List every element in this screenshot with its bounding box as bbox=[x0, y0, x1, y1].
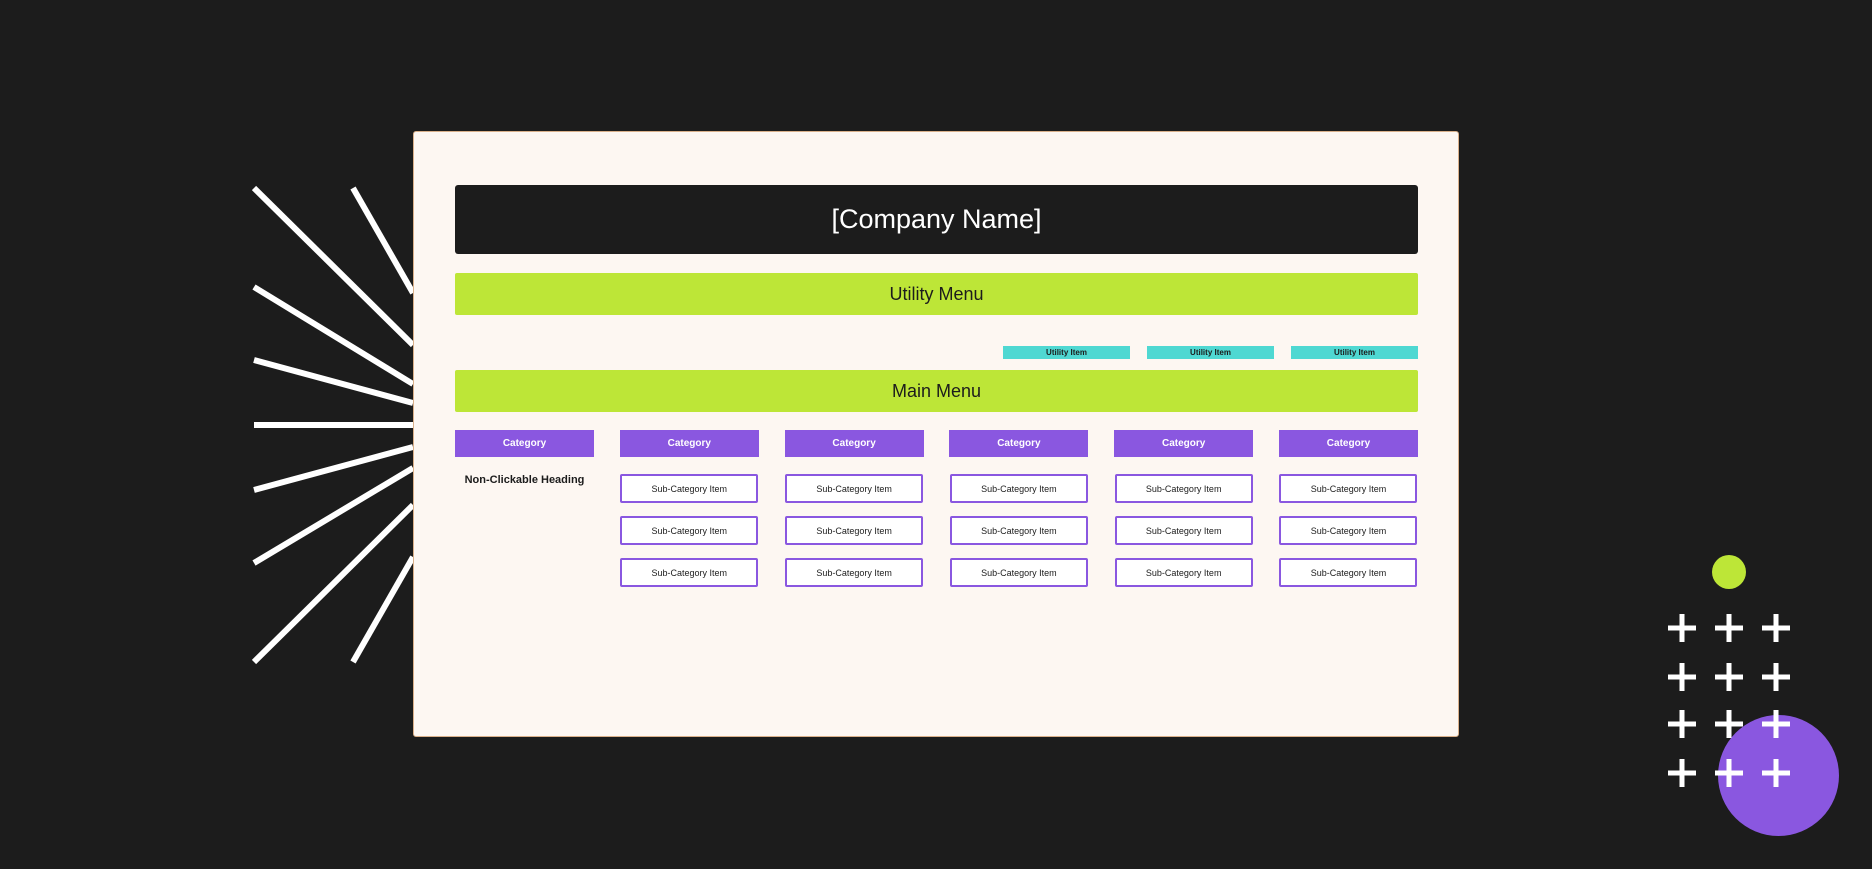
category-columns: Category Non-Clickable Heading Category … bbox=[455, 430, 1418, 587]
plus-icon bbox=[1762, 663, 1790, 691]
sub-category-item[interactable]: Sub-Category Item bbox=[949, 516, 1088, 545]
utility-item-2[interactable]: Utility Item bbox=[1147, 346, 1274, 359]
circle-dot-decoration bbox=[1712, 555, 1746, 589]
sub-category-item[interactable]: Sub-Category Item bbox=[785, 516, 924, 545]
plus-icon bbox=[1668, 710, 1696, 738]
non-clickable-heading: Non-Clickable Heading bbox=[464, 474, 585, 486]
main-menu-title: Main Menu bbox=[891, 380, 982, 401]
plus-icon bbox=[1715, 663, 1743, 691]
sub-category-item[interactable]: Sub-Category Item bbox=[1114, 558, 1253, 587]
sub-category-item[interactable]: Sub-Category Item bbox=[1114, 516, 1253, 545]
main-menu-bar: Main Menu bbox=[455, 370, 1418, 412]
plus-icon bbox=[1668, 614, 1696, 642]
sub-category-item[interactable]: Sub-Category Item bbox=[620, 558, 759, 587]
sub-category-item[interactable]: Sub-Category Item bbox=[785, 558, 924, 587]
sunburst-lines-decoration bbox=[251, 185, 416, 665]
category-button-2[interactable]: Category bbox=[619, 430, 759, 457]
plus-icon bbox=[1668, 759, 1696, 787]
category-button-5[interactable]: Category bbox=[1114, 430, 1254, 457]
category-column-5: Category Sub-Category Item Sub-Category … bbox=[1114, 430, 1254, 587]
sub-category-item[interactable]: Sub-Category Item bbox=[1279, 516, 1418, 545]
category-column-2: Category Sub-Category Item Sub-Category … bbox=[619, 430, 759, 587]
category-button-1[interactable]: Category bbox=[455, 430, 594, 457]
sub-category-item[interactable]: Sub-Category Item bbox=[1279, 474, 1418, 503]
utility-item-3[interactable]: Utility Item bbox=[1291, 346, 1418, 359]
category-button-6[interactable]: Category bbox=[1278, 430, 1418, 457]
utility-menu-title: Utility Menu bbox=[889, 283, 984, 304]
sub-category-item[interactable]: Sub-Category Item bbox=[620, 474, 759, 503]
utility-items: Utility Item Utility Item Utility Item bbox=[1003, 346, 1418, 359]
sub-category-item[interactable]: Sub-Category Item bbox=[1114, 474, 1253, 503]
utility-menu-bar: Utility Menu bbox=[455, 273, 1418, 315]
category-column-1: Category Non-Clickable Heading bbox=[455, 430, 594, 587]
category-button-4[interactable]: Category bbox=[949, 430, 1089, 457]
sitemap-card: [Company Name] Utility Menu Utility Item… bbox=[413, 131, 1459, 737]
category-column-3: Category Sub-Category Item Sub-Category … bbox=[784, 430, 924, 587]
sub-category-item[interactable]: Sub-Category Item bbox=[949, 474, 1088, 503]
plus-icon bbox=[1762, 614, 1790, 642]
utility-item-1[interactable]: Utility Item bbox=[1003, 346, 1130, 359]
category-button-3[interactable]: Category bbox=[784, 430, 924, 457]
category-column-4: Category Sub-Category Item Sub-Category … bbox=[949, 430, 1089, 587]
category-column-6: Category Sub-Category Item Sub-Category … bbox=[1278, 430, 1418, 587]
plus-icon bbox=[1668, 663, 1696, 691]
sub-category-item[interactable]: Sub-Category Item bbox=[949, 558, 1088, 587]
sub-category-item[interactable]: Sub-Category Item bbox=[620, 516, 759, 545]
company-name-bar: [Company Name] bbox=[455, 185, 1418, 254]
circle-decoration bbox=[1718, 715, 1839, 836]
sub-category-item[interactable]: Sub-Category Item bbox=[785, 474, 924, 503]
sub-category-item[interactable]: Sub-Category Item bbox=[1279, 558, 1418, 587]
company-name: [Company Name] bbox=[831, 204, 1042, 234]
plus-icon bbox=[1715, 614, 1743, 642]
